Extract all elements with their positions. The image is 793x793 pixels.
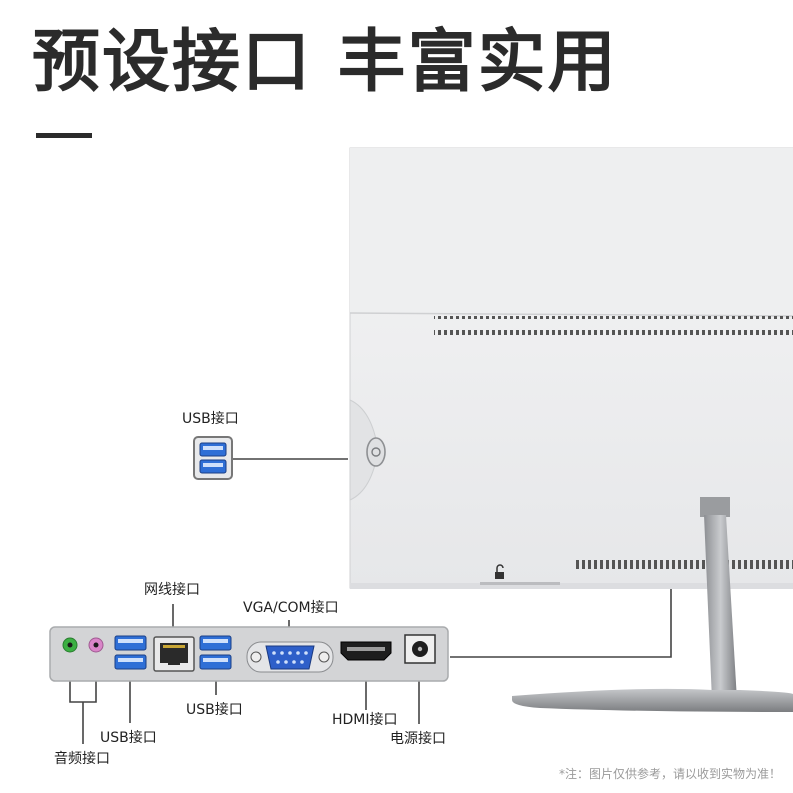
page-title: 预设接口 丰富实用	[32, 23, 618, 102]
callout-lines	[69, 458, 672, 744]
ethernet-port-icon	[153, 636, 195, 672]
power-label: 电源接口	[390, 731, 446, 747]
top-vent	[434, 316, 793, 319]
power-jack-icon	[404, 634, 436, 664]
hdmi-port-icon	[340, 641, 392, 661]
hdmi-label: HDMI接口	[332, 712, 398, 728]
power-button	[366, 437, 386, 467]
monitor-stand	[512, 497, 793, 712]
vga-com-label: VGA/COM接口	[243, 600, 339, 616]
side-usb-port-icon	[193, 436, 233, 480]
usb-port-icon	[199, 635, 232, 670]
upper-vent	[434, 330, 793, 335]
side-usb-label: USB接口	[182, 411, 239, 427]
monitor-back	[349, 147, 793, 589]
lan-label: 网线接口	[144, 582, 200, 598]
vga-port-icon	[246, 641, 334, 673]
audio-label: 音频接口	[54, 751, 110, 767]
audio-jack-icon	[62, 637, 104, 653]
usb-right-label: USB接口	[186, 702, 243, 718]
lower-vent	[574, 560, 793, 569]
lock-icon	[495, 564, 504, 579]
usb-port-icon	[114, 635, 147, 670]
footnote: *注：图片仅供参考，请以收到实物为准！	[558, 767, 781, 781]
usb-left-label: USB接口	[100, 730, 157, 746]
title-underline	[36, 133, 92, 138]
